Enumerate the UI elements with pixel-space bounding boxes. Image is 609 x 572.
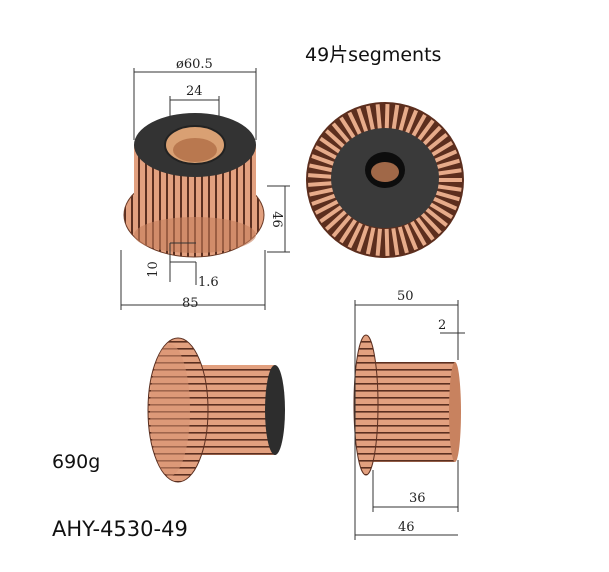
commutator-segment [331,122,352,146]
commutator-segment [415,119,435,143]
commutator-segment [429,140,454,158]
commutator-segment [365,227,376,255]
commutator-segment [331,214,352,238]
commutator-segment [375,104,382,132]
dim-total-length: 46 [398,520,415,535]
commutator-segment [356,108,369,135]
dim-bore: 24 [186,84,203,99]
commutator-view-top-left [123,113,265,258]
commutator-view-bottom-left [147,337,285,483]
segments-label: 49片segments [305,44,442,66]
commutator-segment [347,222,363,249]
commutator-segment [314,145,340,161]
commutator-view-bottom-right [353,334,461,476]
commutator-segment [308,181,334,187]
commutator-segment [391,228,400,256]
commutator-segment [339,219,357,244]
commutator-segment [410,220,427,246]
commutator-segment [365,105,376,133]
commutator-segment [420,212,442,235]
commutator-segment [436,168,462,176]
dim-length: 50 [397,289,414,304]
commutator-segment [432,196,458,211]
commutator-segment [308,173,334,179]
commutator-segment [404,224,419,251]
dim-height: 46 [268,211,284,228]
commutator-view-top-right [306,102,464,258]
dimension-lines-bottom-right [354,300,465,540]
dim-outer-diameter: ø60.5 [176,57,213,72]
dimension-lines-top-left [120,68,290,310]
commutator-segment [404,109,419,136]
commutator-segment [432,149,458,164]
commutator-segment [325,210,347,231]
weight-label: 690g [52,451,101,473]
commutator-segment [319,136,343,155]
commutator-segment [429,202,454,220]
dim-overall-diameter: 85 [182,296,199,311]
commutator-segment [347,111,363,138]
commutator-segment [375,228,382,256]
commutator-segment [319,205,343,224]
commutator-segment [339,116,357,141]
commutator-segment [410,114,427,140]
commutator-segment [384,228,390,257]
commutator-segment [309,163,335,173]
dim-riser-height: 10 [145,261,161,278]
model-label: AHY-4530-49 [52,517,188,541]
dim-body-length: 36 [409,491,426,506]
commutator-segment [397,106,409,134]
commutator-segment [391,104,400,132]
commutator-segment [309,187,335,197]
commutator-segment [311,193,337,206]
commutator-segment [420,125,442,148]
dim-step: 2 [438,318,447,333]
commutator-segment [415,217,435,241]
commutator-segment [434,158,461,170]
commutator-segment [384,103,390,132]
commutator-segment [436,184,462,192]
commutator-segment [311,154,337,167]
commutator-segment [314,199,340,215]
commutator-segment [397,226,409,254]
commutator-segment [425,132,448,153]
commutator-segment [425,207,448,228]
dim-gap: 1.6 [198,275,219,290]
commutator-segment [434,190,461,202]
commutator-segment [356,225,369,252]
commutator-segment [325,129,347,150]
